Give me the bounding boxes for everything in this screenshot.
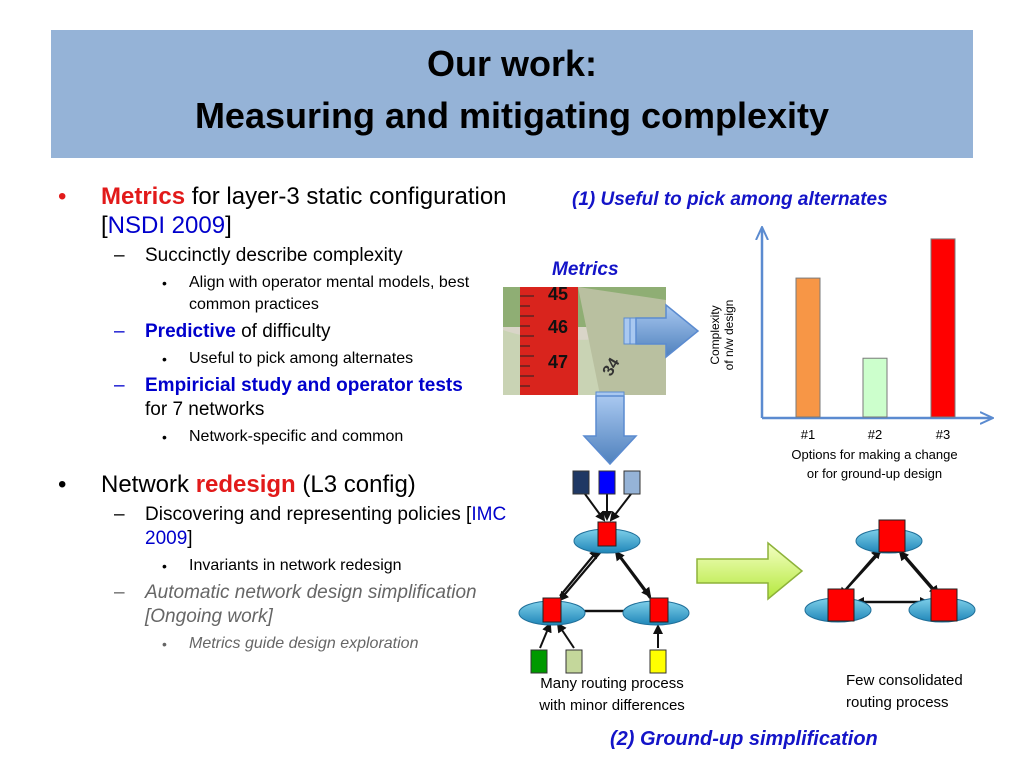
title-line-2: Measuring and mitigating complexity <box>194 95 830 136</box>
tape-number: 46 <box>548 317 568 337</box>
highlight-empirical: Empiricial study and operator tests <box>145 375 463 396</box>
sub-bullet-text: of difficulty <box>235 321 331 342</box>
tertiary-text: Metrics guide design exploration <box>189 635 419 652</box>
citation-link[interactable]: NSDI 2009 <box>107 212 226 239</box>
tertiary-bullet-metrics-guide: • Metrics guide design exploration <box>58 633 508 655</box>
tertiary-bullet-invariants: • Invariants in network redesign <box>58 555 508 577</box>
bullet-metrics: • Metrics for layer-3 static configurati… <box>58 182 508 240</box>
dot-marker: • <box>162 558 167 574</box>
dash-marker: – <box>114 582 125 603</box>
routing-right-caption: Few consolidated routing process <box>846 672 963 711</box>
sub-bullet-predictive: – Predictive of difficulty <box>58 320 508 344</box>
dash-marker: – <box>114 321 125 342</box>
routing-left-caption: Many routing process with minor differen… <box>539 675 685 714</box>
dot-marker: • <box>162 351 167 367</box>
dot-marker: • <box>162 636 167 652</box>
bullet-redesign: • Network redesign (L3 config) <box>58 470 508 499</box>
chart-y-label: Complexityof n/w design <box>708 300 736 371</box>
tertiary-bullet-useful: • Useful to pick among alternates <box>58 348 508 370</box>
bullet-text: Network <box>101 471 196 498</box>
tertiary-text: Invariants in network redesign <box>189 557 402 574</box>
chart-x-caption: Options for making a change or for groun… <box>791 447 958 481</box>
sub-bullet-empirical: – Empiricial study and operator tests for… <box>58 374 508 422</box>
tape-number: 47 <box>548 352 568 372</box>
bracket: ] <box>187 528 193 549</box>
bullet-marker: • <box>58 471 67 498</box>
highlight-redesign: redesign <box>195 471 296 498</box>
network-left <box>518 470 690 674</box>
metrics-label: Metrics <box>552 259 619 280</box>
network-right <box>804 519 976 623</box>
citation-link[interactable]: IMC 2009 <box>145 504 507 549</box>
bullet-list: • Metrics for layer-3 static configurati… <box>58 182 508 655</box>
chart-tick-label: #3 <box>936 427 950 442</box>
chart-bars <box>795 238 956 418</box>
tertiary-bullet-align: • Align with operator mental models, bes… <box>58 272 508 316</box>
highlight-metrics: Metrics <box>101 183 186 210</box>
title-band <box>51 30 973 158</box>
tertiary-text: Align with operator mental models, best … <box>189 274 470 313</box>
bracket: ] <box>225 212 232 239</box>
sub-bullet-text: Discovering and representing policies [ <box>145 504 472 525</box>
sub-bullet-automatic: – Automatic network design simplificatio… <box>58 581 508 629</box>
tertiary-text: Network-specific and common <box>189 428 404 445</box>
bullet-text: for layer-3 static configuration [ <box>101 183 507 239</box>
bullet-marker: • <box>58 183 67 210</box>
chart-bar <box>795 277 821 418</box>
sub-bullet-text: Succinctly describe complexity <box>145 245 403 266</box>
tape-number: 45 <box>548 284 568 304</box>
chart-tick-label: #2 <box>868 427 882 442</box>
tape-measure-photo: 45 46 47 34 <box>503 284 666 395</box>
tape-number: 34 <box>600 355 624 379</box>
dash-marker: – <box>114 245 125 266</box>
dash-marker: – <box>114 504 125 525</box>
sub-bullet-text: Automatic network design simplification … <box>145 582 477 627</box>
bullet-text-2: (L3 config) <box>295 471 416 498</box>
transform-arrow-icon <box>696 541 804 601</box>
chart-bar <box>930 238 956 418</box>
highlight-predictive: Predictive <box>145 321 236 342</box>
sub-bullet-text: for 7 networks <box>145 399 265 420</box>
chart-bar <box>862 357 888 418</box>
tertiary-text: Useful to pick among alternates <box>189 350 414 367</box>
dot-marker: • <box>162 275 167 291</box>
sub-bullet-succinct: – Succinctly describe complexity <box>58 244 508 268</box>
right-arrow-icon <box>623 303 700 359</box>
useful-header: (1) Useful to pick among alternates <box>572 189 888 210</box>
chart-tick-labels: #1 #2 #3 <box>801 427 950 442</box>
dash-marker: – <box>114 375 125 396</box>
footer-caption: (2) Ground-up simplification <box>610 728 878 750</box>
chart-tick-label: #1 <box>801 427 815 442</box>
tertiary-bullet-network-specific: • Network-specific and common <box>58 426 508 448</box>
down-arrow-icon <box>582 391 638 466</box>
sub-bullet-discovering: – Discovering and representing policies … <box>58 503 508 551</box>
slide-title: Our work: Measuring and mitigating compl… <box>51 38 973 142</box>
title-line-1: Our work: <box>426 43 597 84</box>
dot-marker: • <box>162 429 167 445</box>
